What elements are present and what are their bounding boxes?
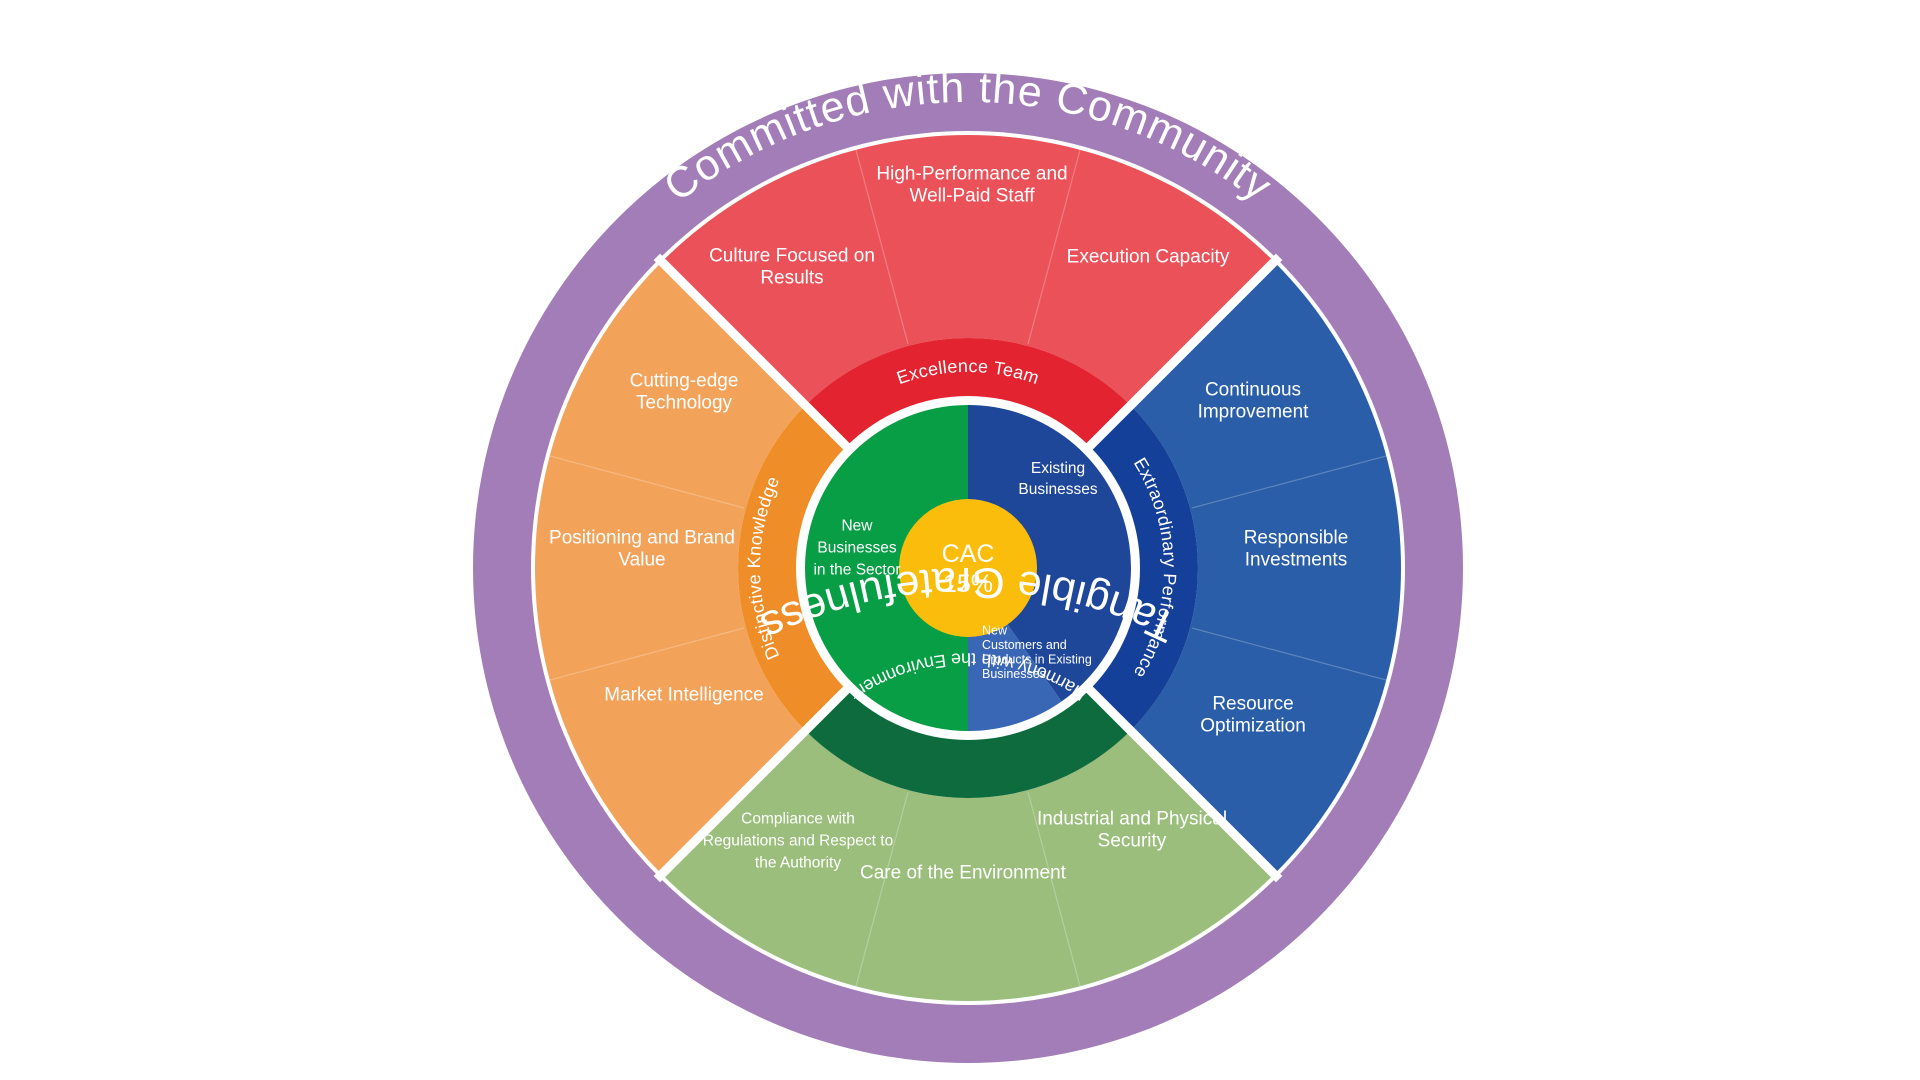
team-divider-1	[855, 149, 909, 345]
environment-band	[805, 688, 1131, 798]
knowledge-divider-2	[549, 455, 745, 509]
team-outer-sector	[661, 135, 1275, 406]
quadrant-separator-2	[1077, 253, 1283, 459]
execution-capacity-label: Execution Capacity	[1067, 247, 1230, 268]
performance-divider-1	[1191, 455, 1387, 509]
environment-divider-2	[855, 791, 909, 987]
environment-divider-1	[1027, 791, 1081, 987]
core-new-businesses-sector	[805, 405, 968, 731]
quadrant-separator-4	[653, 677, 859, 883]
knowledge-outer-sector	[535, 261, 806, 875]
quadrant-separator-1	[653, 253, 859, 459]
core-existing-businesses-sector	[968, 405, 1131, 702]
market-intelligence-label: Market Intelligence	[604, 685, 763, 706]
cac-circle	[899, 499, 1037, 637]
knowledge-divider-1	[549, 627, 745, 681]
care-environment-label: Care of the Environment	[860, 863, 1067, 884]
environment-outer-sector	[661, 730, 1275, 1001]
performance-divider-2	[1191, 627, 1387, 681]
knowledge-band	[738, 405, 848, 731]
quadrant-separator-3	[1077, 677, 1283, 883]
team-band	[805, 338, 1131, 448]
performance-outer-sector	[1130, 261, 1401, 875]
performance-band	[1088, 405, 1198, 731]
team-divider-2	[1027, 149, 1081, 345]
